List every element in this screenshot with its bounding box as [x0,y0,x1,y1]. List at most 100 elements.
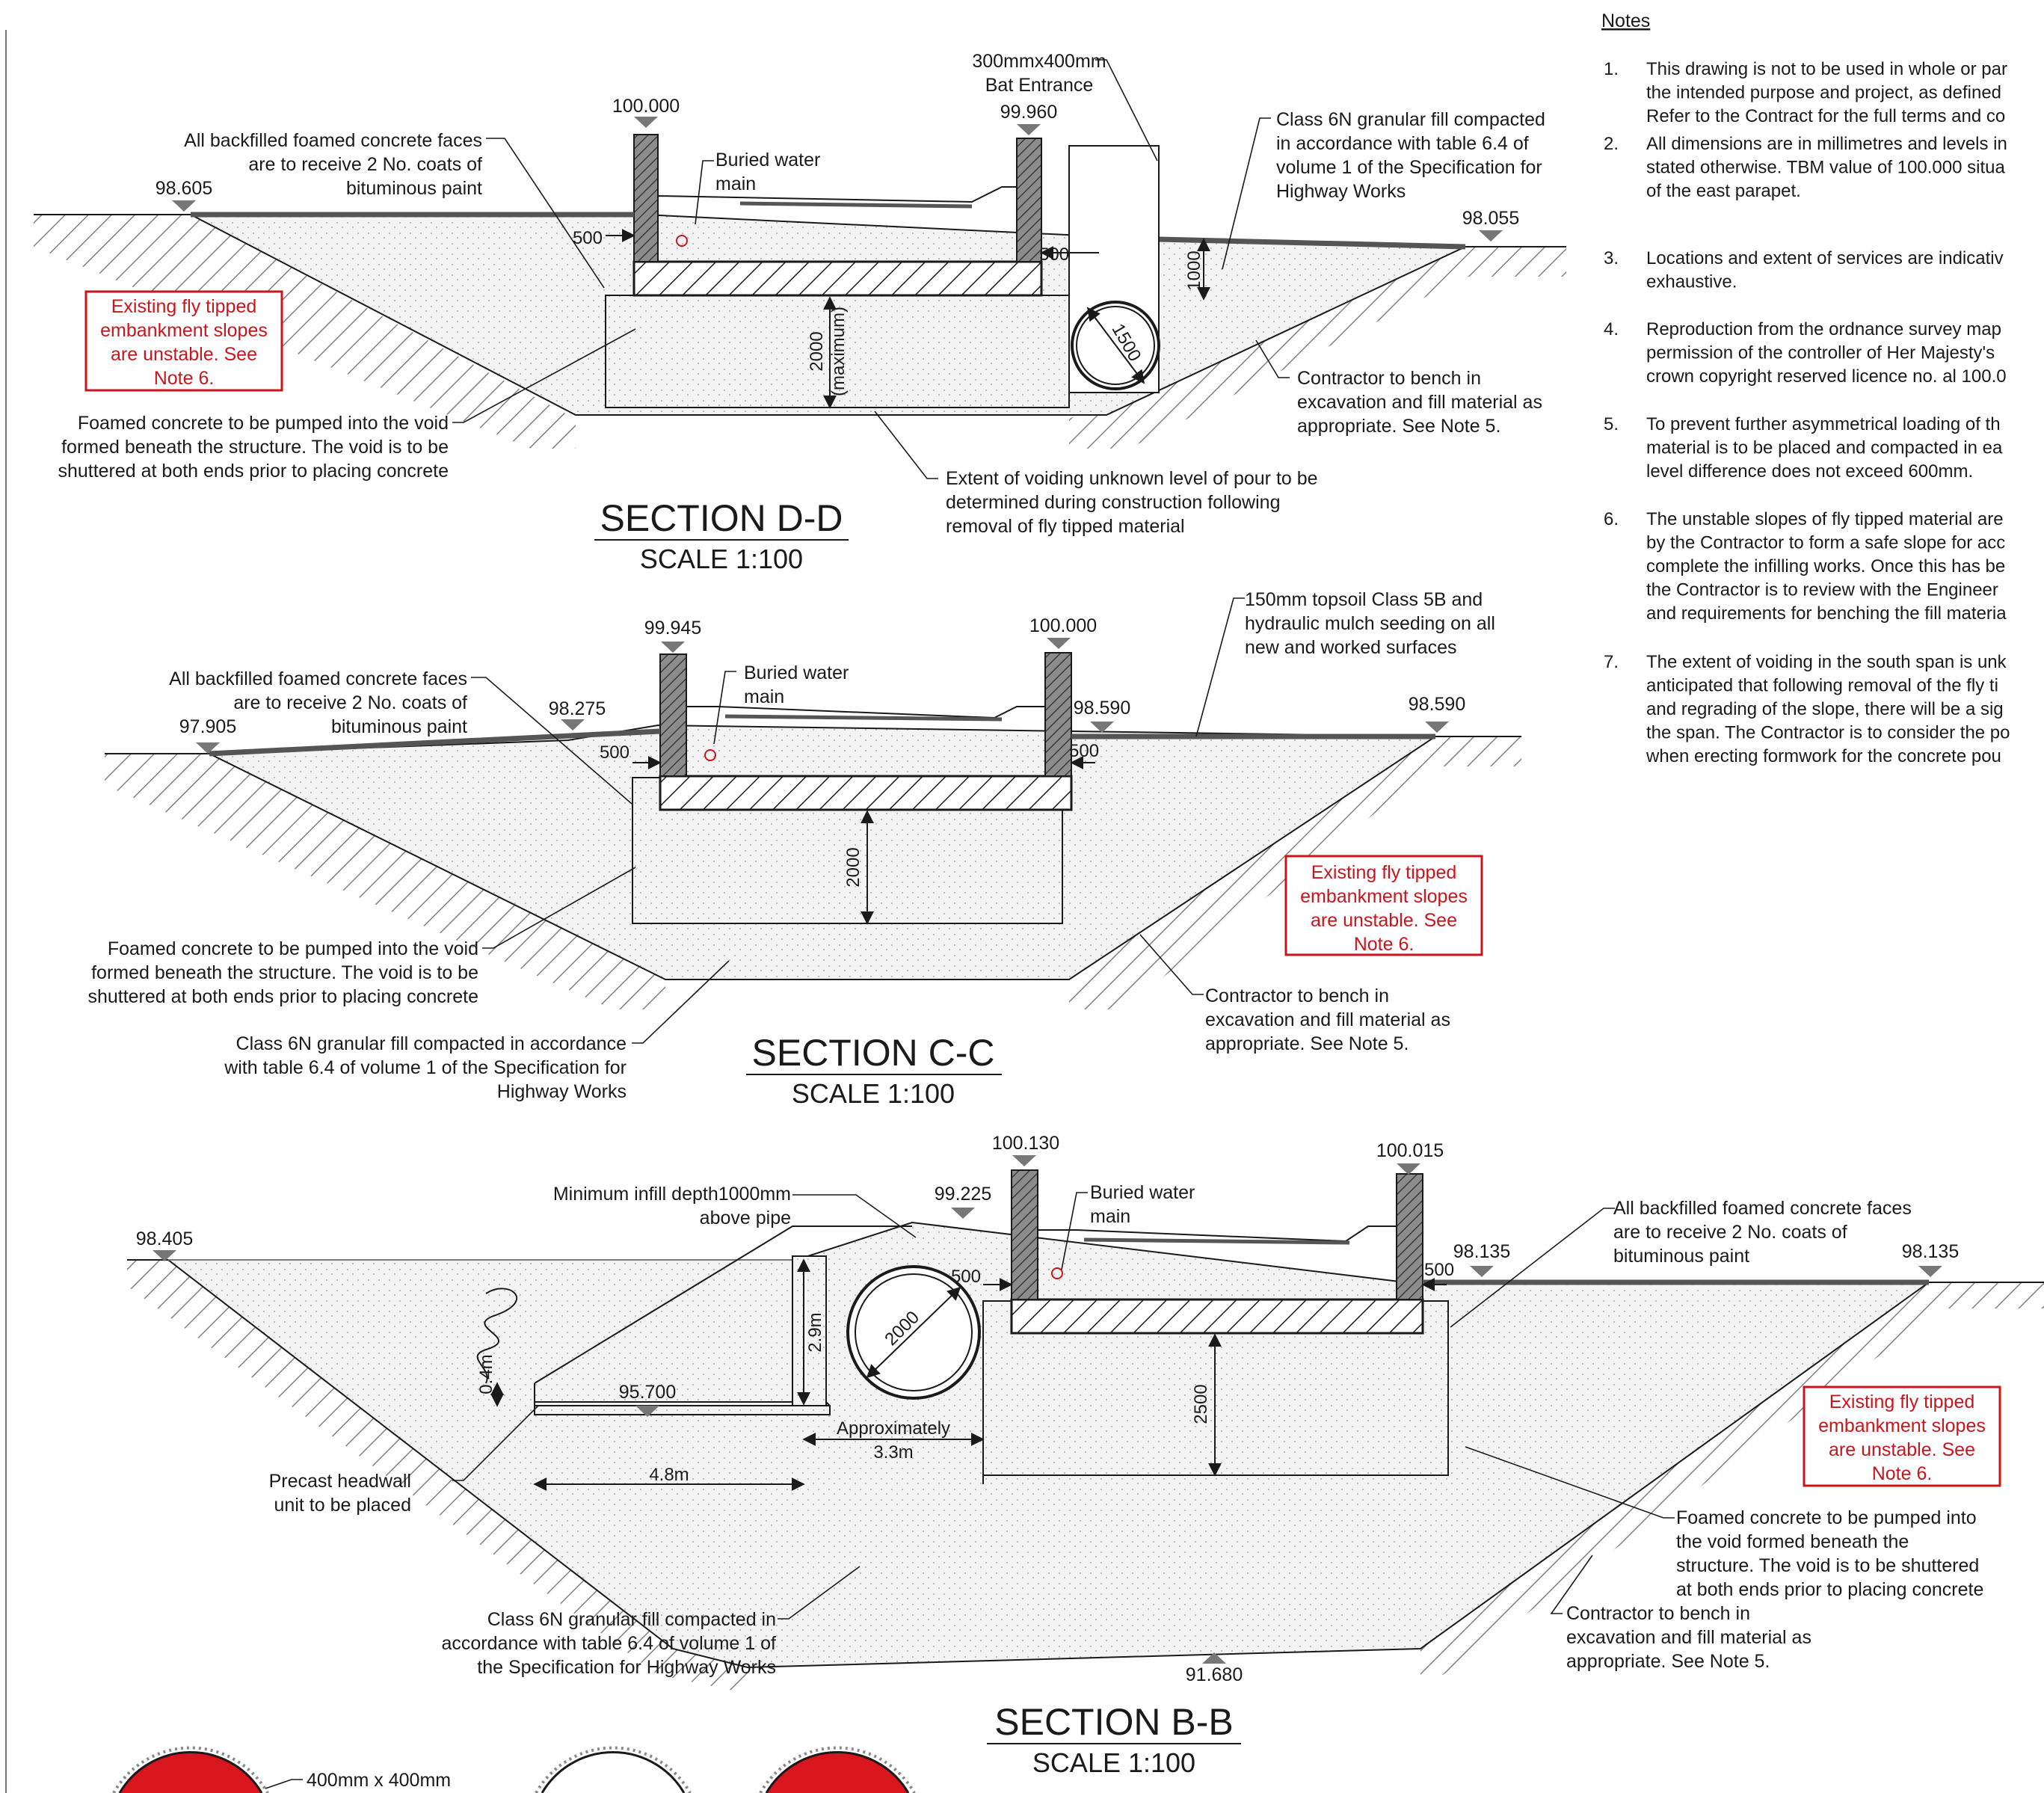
warning-text-4: Note 6. [1872,1463,1933,1484]
fill-note-3: Highway Works [497,1081,627,1102]
note-line: the span. The Contractor is to consider … [1646,723,2010,743]
foamed-note-3: structure. The void is to be shuttered [1676,1555,1979,1576]
warning-text-2: embankment slopes [1300,886,1468,907]
headwall-note-1: Precast headwall [269,1471,411,1492]
note-line: The unstable slopes of fly tipped materi… [1646,509,2004,529]
level-left-mid: 98.275 [549,698,606,719]
water-main-marker [704,749,716,761]
note-line: All dimensions are in millimetres and le… [1646,134,2007,154]
paint-note-1: All backfilled foamed concrete faces [169,668,467,689]
warning-box [1284,855,1483,956]
foamed-note-3: shuttered at both ends prior to placing … [58,461,449,482]
voiding-note-3: removal of fly tipped material [946,516,1185,537]
infill-note-1: Minimum infill depth1000mm [553,1184,791,1205]
bat-box-detail-1 [118,1751,263,1793]
warning-box [84,290,283,392]
infill-note-2: above pipe [700,1208,791,1228]
footer-details: 400mm x 400mm [112,1746,916,1793]
paint-note-1: All backfilled foamed concrete faces [184,130,482,151]
right-parapet-wall [1044,652,1072,777]
section-title: SECTION D-D [600,497,843,539]
dim-length: 4.8m [649,1465,689,1485]
note-line: exhaustive. [1646,272,1737,292]
warning-text-1: Existing fly tipped [1829,1391,1975,1412]
dim-height: 2.9m [805,1312,825,1352]
bench-note-3: appropriate. See Note 5. [1297,416,1500,437]
bat-size-label: 400mm x 400mm [307,1770,451,1791]
level-left-ground: 98.405 [136,1228,193,1249]
paint-note-2: are to receive 2 No. coats of [233,692,467,713]
voiding-note-1: Extent of voiding unknown level of pour … [946,468,1318,489]
topsoil-note-2: hydraulic mulch seeding on all [1245,613,1495,634]
level-left-wall: 99.945 [644,618,701,639]
foamed-note-1: Foamed concrete to be pumped into [1676,1507,1977,1528]
water-main-label-2: main [1090,1206,1130,1227]
level-right-ground-a: 98.590 [1074,698,1130,719]
foamed-note-1: Foamed concrete to be pumped into the vo… [108,938,478,959]
section-scale: SCALE 1:100 [1032,1747,1195,1778]
note-number: 7. [1604,652,1619,672]
bench-note-3: appropriate. See Note 5. [1566,1651,1770,1672]
section-title: SECTION B-B [994,1701,1233,1743]
note-line: To prevent further asymmetrical loading … [1646,414,2001,434]
warning-text-1: Existing fly tipped [111,296,257,317]
section-bb: 98.405 99.225 100.130 100.015 98.135 98.… [127,1133,2044,1778]
section-scale: SCALE 1:100 [640,544,803,574]
embankment-right [1420,1282,2044,1675]
fill-note-4: Highway Works [1276,181,1406,202]
foamed-note-3: shuttered at both ends prior to placing … [87,986,478,1007]
dim-depth: 2000 [807,331,827,371]
note-line: The extent of voiding in the south span … [1646,652,2007,672]
level-left-ground: 97.905 [179,716,236,737]
left-parapet-wall [633,134,659,262]
foamed-note-2: the void formed beneath the [1676,1531,1909,1552]
water-main-label-2: main [744,686,784,707]
note-line: Locations and extent of services are ind… [1646,248,2004,268]
dim-left-500: 500 [573,228,603,248]
bench-note-3: appropriate. See Note 5. [1205,1033,1409,1054]
warning-text-4: Note 6. [1354,934,1415,955]
foamed-note-2: formed beneath the structure. The void i… [91,962,478,983]
note-line: Reproduction from the ordnance survey ma… [1646,319,2001,339]
note-line: of the east parapet. [1646,181,1801,201]
note-number: 3. [1604,248,1619,268]
paint-note-3: bituminous paint [331,716,467,737]
bench-note-2: excavation and fill material as [1566,1627,1811,1648]
level-infill: 99.225 [935,1184,991,1205]
level-right-ground-b: 98.135 [1902,1241,1959,1262]
embankment-right [1069,247,1566,449]
dim-approx-label: Approximately [837,1418,950,1439]
embankment-left [34,215,576,449]
topsoil-note-3: new and worked surfaces [1245,637,1456,658]
level-bottom: 91.680 [1186,1664,1243,1685]
level-right-ground: 98.055 [1462,208,1519,229]
water-main-label-2: main [715,173,756,194]
dim-approx-length: 3.3m [873,1442,913,1463]
note-line: This drawing is not to be used in whole … [1646,59,2007,79]
left-parapet-wall [659,653,687,777]
fill-note-3: the Specification for Highway Works [477,1657,776,1678]
dim-depth: 2500 [1191,1384,1211,1424]
paint-note-2: are to receive 2 No. coats of [248,154,482,175]
fill-note-1: Class 6N granular fill compacted [1276,109,1545,130]
fill-note-2: with table 6.4 of volume 1 of the Specif… [224,1057,627,1078]
dim-right-500: 500 [1424,1260,1454,1280]
level-left-ground: 98.605 [156,178,212,199]
embankment-left [105,754,665,1009]
foamed-note-1: Foamed concrete to be pumped into the vo… [78,413,449,434]
paint-note-2: are to receive 2 No. coats of [1613,1222,1847,1243]
note-number: 6. [1604,509,1619,529]
note-number: 2. [1604,134,1619,154]
level-right-wall: 100.000 [1029,615,1097,636]
dim-step: 0.4m [476,1354,496,1394]
note-line: the intended purpose and project, as def… [1646,83,2001,103]
warning-text-4: Note 6. [154,368,215,389]
level-left-wall: 100.000 [612,96,680,117]
note-line: level difference does not exceed 600mm. [1646,461,1973,482]
right-parapet-wall [1396,1173,1423,1300]
note-line: stated otherwise. TBM value of 100.000 s… [1646,158,2005,178]
embankment-left [127,1260,748,1694]
bat-box-detail-3 [765,1751,910,1793]
note-line: by the Contractor to form a safe slope f… [1646,533,2005,553]
